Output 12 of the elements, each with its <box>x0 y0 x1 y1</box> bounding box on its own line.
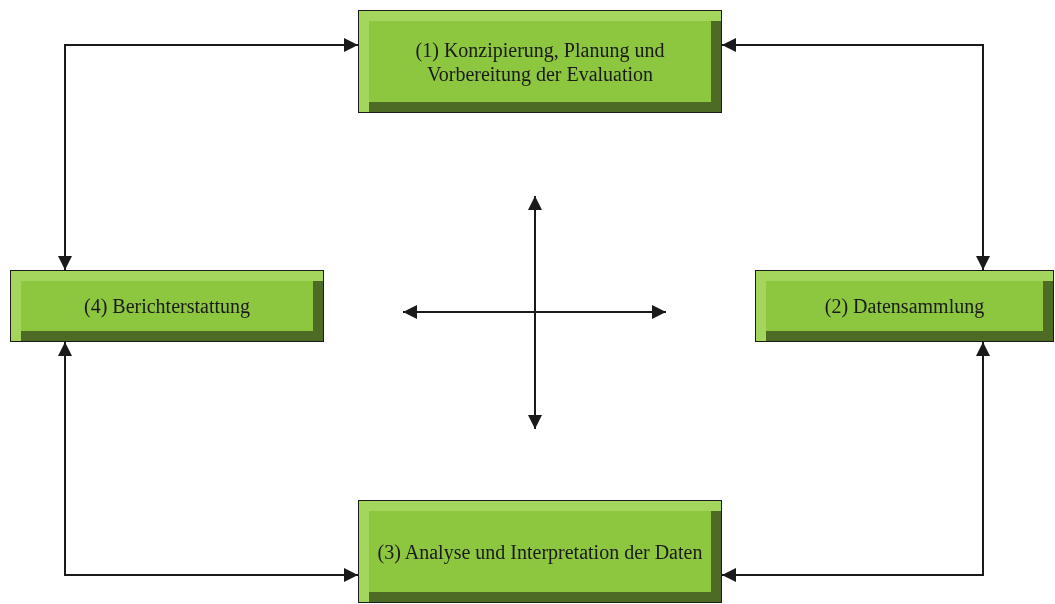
process-box <box>10 270 324 342</box>
arrow <box>58 341 359 582</box>
box-label: (4) Berichterstattung <box>82 294 252 318</box>
box-label: (2) Datensammlung <box>823 294 986 318</box>
arrow <box>58 38 359 271</box>
process-box <box>358 10 722 113</box>
arrow <box>721 38 990 271</box>
box-label: (1) Konzipierung, Planung und Vorbereitung der Evaluation <box>414 37 666 86</box>
process-box <box>358 500 722 603</box>
box-label: (3) Analyse und Interpretation der Daten <box>376 539 704 564</box>
process-box <box>755 270 1054 342</box>
arrow <box>721 341 990 582</box>
